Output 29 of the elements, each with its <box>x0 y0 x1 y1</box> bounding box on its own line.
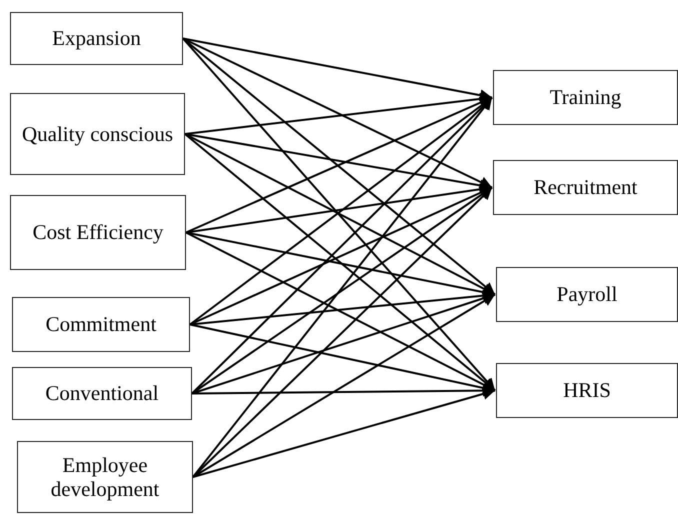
box-label: Quality conscious <box>22 122 174 146</box>
arrow <box>182 38 496 392</box>
label-box <box>496 363 678 418</box>
box-label: Payroll <box>556 282 618 307</box>
label-box <box>493 160 678 215</box>
arrow <box>184 133 496 392</box>
label-box <box>12 367 192 420</box>
box-label: Conventional <box>45 381 159 406</box>
arrow <box>186 96 492 234</box>
label-box <box>12 297 190 352</box>
arrow <box>190 290 496 326</box>
label-box <box>493 70 678 125</box>
box-label: HRIS <box>563 378 611 403</box>
box-label: Cost Efficiency <box>32 220 164 245</box>
box-label: Employee development <box>50 452 160 502</box>
arrow <box>182 38 492 102</box>
label-box <box>10 93 185 175</box>
box-label: Recruitment <box>534 175 638 200</box>
label-box <box>17 441 193 513</box>
box-label: Expansion <box>52 26 141 51</box>
arrow <box>191 96 493 394</box>
label-box <box>496 267 678 322</box>
box-label: Training <box>550 85 622 110</box>
arrow <box>189 96 493 326</box>
label-box <box>10 12 183 65</box>
arrow <box>186 232 496 392</box>
arrow <box>192 388 496 478</box>
label-box <box>10 195 186 270</box>
box-label: Commitment <box>46 312 156 337</box>
